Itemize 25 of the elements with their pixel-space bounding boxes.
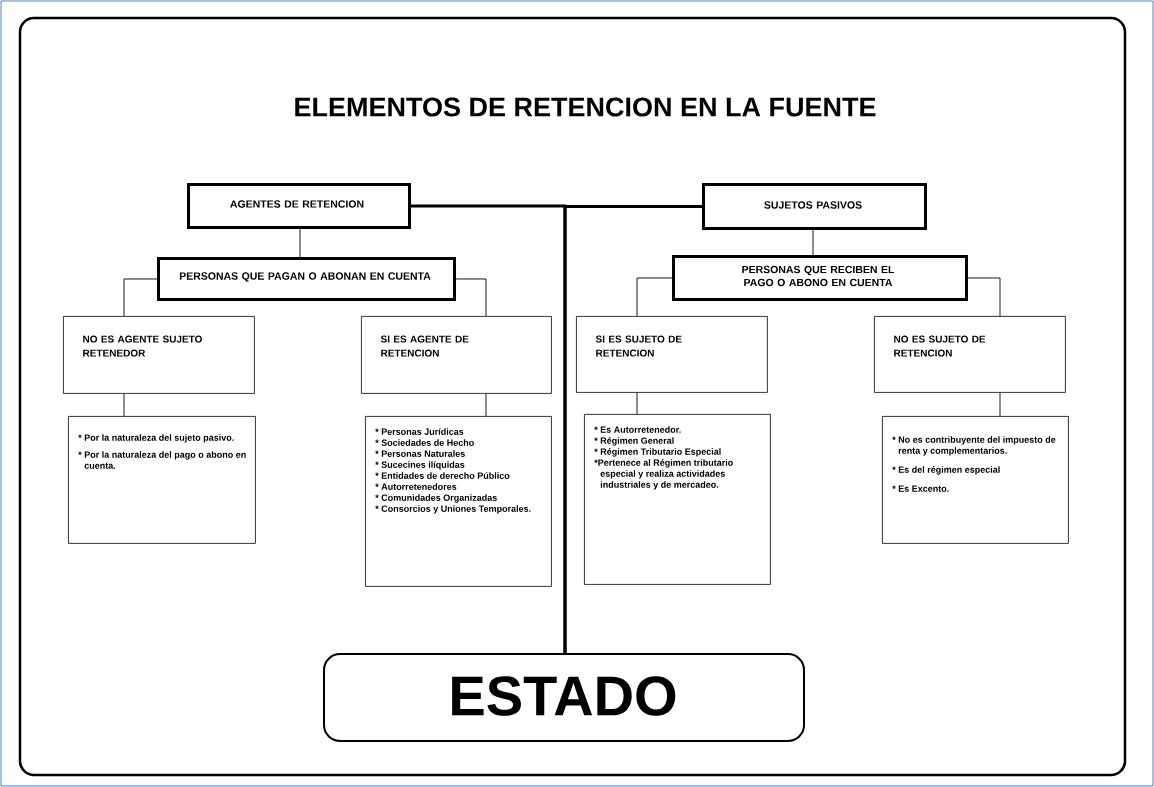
category-box: SI ES SUJETO DE RETENCION [576,316,768,393]
connector-line [967,277,1001,317]
connector-line [636,277,673,317]
category-box: NO ES SUJETO DE RETENCION [874,316,1066,393]
title: ELEMENTOS DE RETENCION EN LA FUENTE [295,97,876,117]
heading-box: PERSONAS QUE RECIBEN EL PAGO O ABONO EN CUENTA [672,255,968,301]
list-box: * No es contribuyente del impuesto de renta y complementarios. * Es del régimen especial * Es Excento. [882,416,1069,544]
list-box: * Personas Jurídicas * Sociedades de Hecho * Personas Naturales * Sucecines ilíquidas * Entidades de derecho Público * Autorretenedores * Comunidades Organizadas * Consorcios y Uniones Temporales. [365,416,552,587]
connector-line [455,278,487,317]
list-box: * Es Autorretenedor. * Régimen General * Régimen Tributario Especial *Pertenece al Régimen tributario especial y realiza actividades industriales y de mercadeo. [584,414,771,585]
connector-line [485,393,487,417]
connector-line [812,229,814,256]
heading-box: PERSONAS QUE PAGAN O ABONAN EN CUENTA [157,257,456,301]
list-box: * Por la naturaleza del sujeto pasivo. * Por la naturaleza del pago o abono en cuenta. [68,416,256,544]
category-box: SI ES AGENTE DE RETENCION [361,316,552,394]
connector-line [563,205,702,653]
heading-box: SUJETOS PASIVOS [702,183,927,230]
category-box: NO ES AGENTE SUJETO RETENEDOR [63,316,255,394]
heading-box: AGENTES DE RETENCION [187,183,411,229]
connector-line [299,228,301,258]
connector-line [636,392,638,415]
connector-line [123,278,158,317]
connector-line [999,392,1001,417]
rounded-box: ESTADO [323,653,805,742]
connector-line [123,393,125,417]
